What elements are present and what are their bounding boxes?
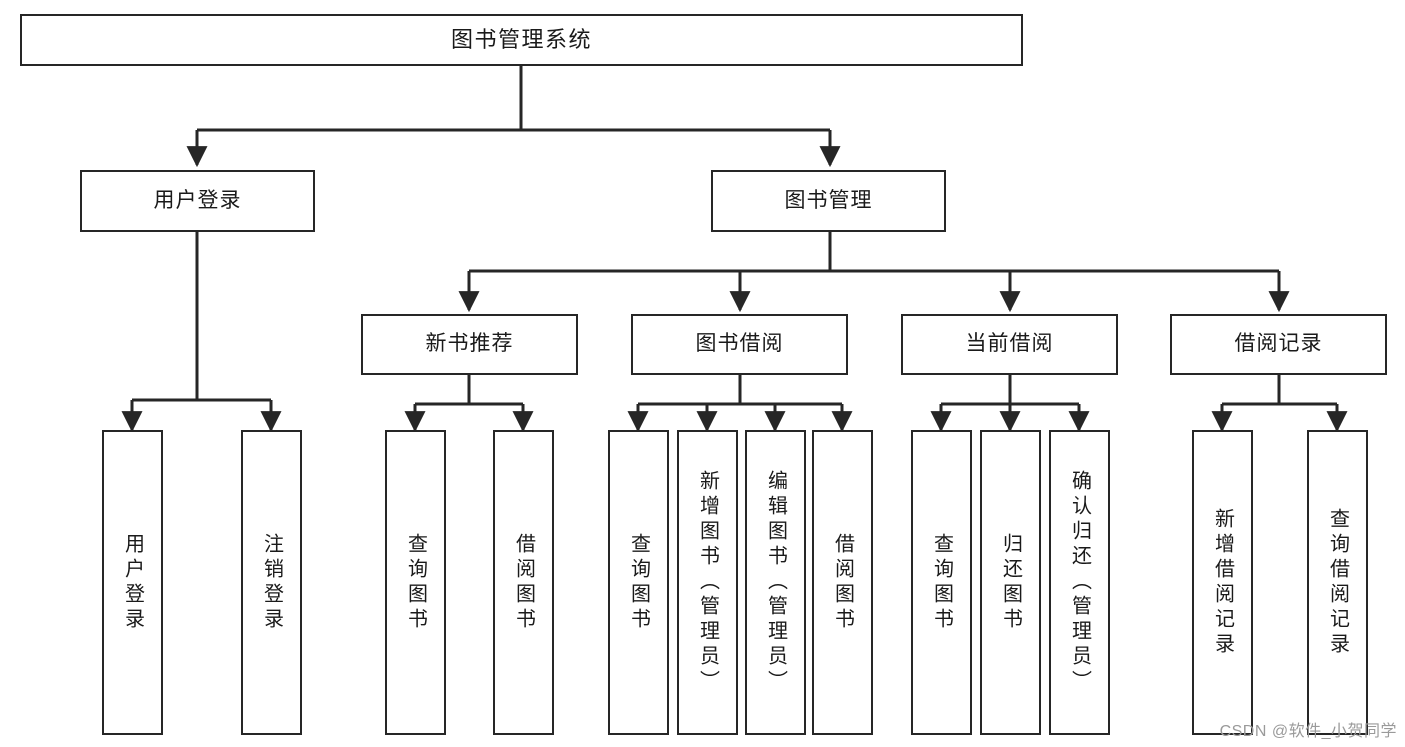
node-label: 借阅图书 bbox=[512, 532, 535, 633]
node-book-borrow[interactable]: 图书借阅 bbox=[631, 314, 848, 375]
leaf-borrow-book-1[interactable]: 借阅图书 bbox=[493, 430, 554, 735]
node-new-book-recommend[interactable]: 新书推荐 bbox=[361, 314, 578, 375]
node-label: 借阅记录 bbox=[1234, 332, 1323, 356]
node-label: 注销登录 bbox=[260, 532, 283, 633]
leaf-add-book[interactable]: 新增图书（管理员） bbox=[677, 430, 738, 735]
node-label: 新增图书（管理员） bbox=[696, 470, 719, 695]
node-label: 用户登录 bbox=[121, 532, 144, 633]
node-label: 借阅图书 bbox=[831, 532, 854, 633]
leaf-edit-book[interactable]: 编辑图书（管理员） bbox=[745, 430, 806, 735]
leaf-query-book-2[interactable]: 查询图书 bbox=[608, 430, 669, 735]
leaf-borrow-book-2[interactable]: 借阅图书 bbox=[812, 430, 873, 735]
node-label: 用户登录 bbox=[153, 188, 242, 212]
node-label: 图书借阅 bbox=[695, 332, 784, 356]
node-label: 归还图书 bbox=[999, 532, 1022, 633]
leaf-user-logout[interactable]: 注销登录 bbox=[241, 430, 302, 735]
leaf-return-book[interactable]: 归还图书 bbox=[980, 430, 1041, 735]
leaf-user-login[interactable]: 用户登录 bbox=[102, 430, 163, 735]
node-label: 当前借阅 bbox=[965, 332, 1054, 356]
node-label: 新增借阅记录 bbox=[1211, 507, 1234, 658]
node-label: 查询借阅记录 bbox=[1326, 507, 1349, 658]
node-label: 图书管理 bbox=[784, 188, 873, 212]
node-label: 确认归还（管理员） bbox=[1068, 470, 1091, 695]
leaf-query-record[interactable]: 查询借阅记录 bbox=[1307, 430, 1368, 735]
node-label: 查询图书 bbox=[930, 532, 953, 633]
node-label: 图书管理系统 bbox=[450, 27, 592, 53]
node-label: 编辑图书（管理员） bbox=[764, 470, 787, 695]
leaf-query-book-1[interactable]: 查询图书 bbox=[385, 430, 446, 735]
leaf-query-book-3[interactable]: 查询图书 bbox=[911, 430, 972, 735]
leaf-add-record[interactable]: 新增借阅记录 bbox=[1192, 430, 1253, 735]
node-label: 查询图书 bbox=[404, 532, 427, 633]
leaf-confirm-return[interactable]: 确认归还（管理员） bbox=[1049, 430, 1110, 735]
node-book-manage[interactable]: 图书管理 bbox=[711, 170, 946, 232]
node-borrow-record[interactable]: 借阅记录 bbox=[1170, 314, 1387, 375]
node-current-borrow[interactable]: 当前借阅 bbox=[901, 314, 1118, 375]
watermark-text: CSDN @软件_小贺同学 bbox=[1219, 723, 1397, 740]
node-label: 查询图书 bbox=[627, 532, 650, 633]
node-user-login[interactable]: 用户登录 bbox=[80, 170, 315, 232]
node-label: 新书推荐 bbox=[425, 332, 514, 356]
node-root-system[interactable]: 图书管理系统 bbox=[20, 14, 1023, 66]
